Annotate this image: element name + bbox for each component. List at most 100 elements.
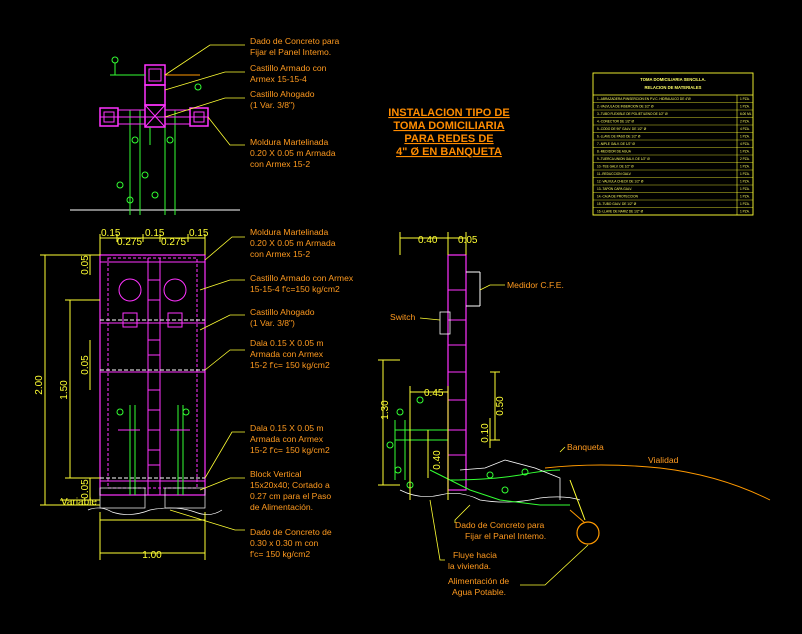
label-dado-base-2: 0.30 x 0.30 m con bbox=[250, 538, 319, 548]
title-line-1: INSTALACION TIPO DE bbox=[388, 107, 509, 119]
table-row-qty: 1 PZA. bbox=[740, 187, 750, 191]
label-moldura-1: Moldura Martelinada bbox=[250, 227, 329, 237]
table-row-qty: 2 PZA. bbox=[740, 120, 750, 124]
dim-left-005-b: 0.05 bbox=[80, 355, 91, 375]
table-row-item: 9.-TUERCA UNION GALV. DE 1/2" Ø bbox=[597, 157, 650, 161]
front-labels: Dado de Concreto para Fijar el Panel Int… bbox=[250, 36, 354, 559]
dim-top-0: 0.15 bbox=[101, 228, 121, 239]
label-castillo-armex-1: Castillo Armado con Armex bbox=[250, 273, 354, 283]
dim-top-1: 0.275 bbox=[117, 237, 142, 248]
label-fluye-1: Fluye hacia bbox=[453, 550, 497, 560]
table-row-qty: 1 PZA. bbox=[740, 135, 750, 139]
table-row-item: 5.-CODO DE 90° GALV. DE 1/2" Ø bbox=[597, 127, 647, 131]
table-row-item: 13.-TAPON CAPA GALV. bbox=[597, 187, 632, 191]
label-castillo-1: Castillo Armado con bbox=[250, 63, 327, 73]
label-moldura-top-1: Moldura Martelinada bbox=[250, 137, 329, 147]
side-section bbox=[378, 232, 771, 545]
label-block-2: 15x20x40; Cortado a bbox=[250, 480, 330, 490]
dim-side-050: 0.50 bbox=[495, 396, 506, 416]
label-castillo-2: Armex 15-15-4 bbox=[250, 74, 307, 84]
table-row-item: 11.-REDUCCION GALV. bbox=[597, 172, 632, 176]
label-dado-panel-1: Dado de Concreto para bbox=[250, 36, 340, 46]
dim-left-005-c: 0.05 bbox=[80, 479, 91, 499]
label-dado-panel-2: Fijar el Panel Intemo. bbox=[250, 47, 331, 57]
label-block-3: 0.27 cm para el Paso bbox=[250, 491, 331, 501]
label-block-1: Block Vertical bbox=[250, 469, 302, 479]
dim-top-3: 0.275 bbox=[161, 237, 186, 248]
label-moldura-top-3: con Armex 15-2 bbox=[250, 159, 310, 169]
front-elevation bbox=[40, 234, 223, 560]
label-block-4: de Alimentación. bbox=[250, 502, 313, 512]
table-row-qty: 1 PZA. bbox=[740, 202, 750, 206]
label-moldura-top-2: 0.20 X 0.05 m Armada bbox=[250, 148, 336, 158]
label-vialidad: Vialidad bbox=[648, 455, 679, 465]
dim-side-005: 0.05 bbox=[458, 235, 478, 246]
table-header-1: TOMA DOMICILIARIA SENCILLA. bbox=[640, 77, 705, 82]
dim-left-005-a: 0.05 bbox=[80, 255, 91, 275]
label-dala-b-3: 15-2 f'c= 150 kg/cm2 bbox=[250, 445, 330, 455]
label-dala-a-3: 15-2 f'c= 150 kg/cm2 bbox=[250, 360, 330, 370]
label-switch: Switch bbox=[390, 312, 416, 322]
label-dado-base-3: f'c= 150 kg/cm2 bbox=[250, 549, 310, 559]
label-castillo-armex-2: 15-15-4 f'c=150 kg/cm2 bbox=[250, 284, 340, 294]
drawing-title: INSTALACION TIPO DE TOMA DOMICILIARIA PA… bbox=[388, 107, 509, 158]
dim-side-010: 0.10 bbox=[480, 423, 491, 443]
table-row-item: 1.-ABRAZADERA P/INSERCION EN P.V.C. HIDR… bbox=[597, 97, 691, 101]
table-row-item: 14.-CAJA DE PROTECCION bbox=[597, 195, 639, 199]
table-row-qty: 6.00 ML bbox=[740, 112, 752, 116]
label-dado-base-1: Dado de Concreto de bbox=[250, 527, 332, 537]
table-row-qty: 1 PZA. bbox=[740, 105, 750, 109]
table-row-qty: 4 PZA. bbox=[740, 142, 750, 146]
dim-side-040-top: 0.40 bbox=[418, 235, 438, 246]
label-alimentacion-1: Alimentación de bbox=[448, 576, 509, 586]
label-ahogado-b-2: (1 Var. 3/8") bbox=[250, 318, 295, 328]
dim-top-4: 0.15 bbox=[189, 228, 209, 239]
dim-side-130: 1.30 bbox=[380, 400, 391, 420]
label-dala-b-2: Armada con Armex bbox=[250, 434, 324, 444]
label-medidor: Medidor C.F.E. bbox=[507, 280, 564, 290]
table-row-item: 12.-VALVULA CHECK DE 1/2" Ø bbox=[597, 180, 644, 184]
label-ahogado-1: Castillo Ahogado bbox=[250, 89, 315, 99]
table-row-qty: 1 PZA. bbox=[740, 210, 750, 214]
table-header-2: RELACION DE MATERIALES bbox=[645, 85, 702, 90]
table-row-qty: 1 PZA. bbox=[740, 195, 750, 199]
front-leaders bbox=[164, 44, 245, 531]
front-dimensions: 0.15 0.275 0.15 0.275 0.15 2.00 1.50 0.0… bbox=[34, 228, 209, 561]
dim-top-2: 0.15 bbox=[145, 228, 165, 239]
side-labels: Medidor C.F.E. Switch Banqueta Vialidad … bbox=[380, 235, 679, 597]
dim-left-150: 1.50 bbox=[59, 380, 70, 400]
dim-side-045: 0.45 bbox=[424, 388, 444, 399]
table-row-qty: 1 PZA. bbox=[740, 150, 750, 154]
table-row-qty: 1 PZA. bbox=[740, 180, 750, 184]
table-row-item: 7.-NIPLE GALV. DE 1/2" Ø bbox=[597, 142, 635, 146]
label-banqueta: Banqueta bbox=[567, 442, 604, 452]
dim-left-200: 2.00 bbox=[34, 375, 45, 395]
materials-table: TOMA DOMICILIARIA SENCILLA. RELACION DE … bbox=[592, 72, 754, 216]
table-row-item: 6.-LLAVE DE PASO DE 1/2" Ø bbox=[597, 135, 641, 139]
table-row-item: 16.-LLAVE DE NARIZ DE 1/2" Ø bbox=[597, 210, 644, 214]
label-alimentacion-2: Agua Potable. bbox=[452, 587, 506, 597]
label-moldura-3: con Armex 15-2 bbox=[250, 249, 310, 259]
table-row-qty: 1 PZA. bbox=[740, 165, 750, 169]
table-row-qty: 4 PZA. bbox=[740, 127, 750, 131]
label-ahogado-b-1: Castillo Ahogado bbox=[250, 307, 315, 317]
label-dala-a-1: Dala 0.15 X 0.05 m bbox=[250, 338, 324, 348]
table-row-qty: 1 PZA. bbox=[740, 97, 750, 101]
label-ahogado-2: (1 Var. 3/8") bbox=[250, 100, 295, 110]
table-row-item: 10.-TEE GALV. DE 1/2" Ø bbox=[597, 165, 634, 169]
dim-variable: Variable bbox=[61, 497, 97, 508]
label-dala-a-2: Armada con Armex bbox=[250, 349, 324, 359]
plan-detail bbox=[70, 56, 240, 215]
label-dala-b-1: Dala 0.15 X 0.05 m bbox=[250, 423, 324, 433]
table-row-qty: 2 PZA. bbox=[740, 157, 750, 161]
table-row-item: 2.-VALVULA DE INSERCION DE 1/2" Ø bbox=[597, 105, 654, 109]
table-row-qty: 1 PZA. bbox=[740, 172, 750, 176]
label-fluye-2: la vivienda. bbox=[448, 561, 491, 571]
title-line-2: TOMA DOMICILIARIA bbox=[393, 120, 504, 132]
table-row-item: 4.-CONECTOR DE 1/2" Ø bbox=[597, 120, 635, 124]
dim-bottom: 1.00 bbox=[142, 550, 162, 561]
table-row-item: 3.-TUBO FLEXIBLE DE POLIETILENO DE 1/2" … bbox=[597, 112, 668, 116]
label-dado-side-1: Dado de Concreto para bbox=[455, 520, 545, 530]
dim-side-040: 0.40 bbox=[432, 450, 443, 470]
